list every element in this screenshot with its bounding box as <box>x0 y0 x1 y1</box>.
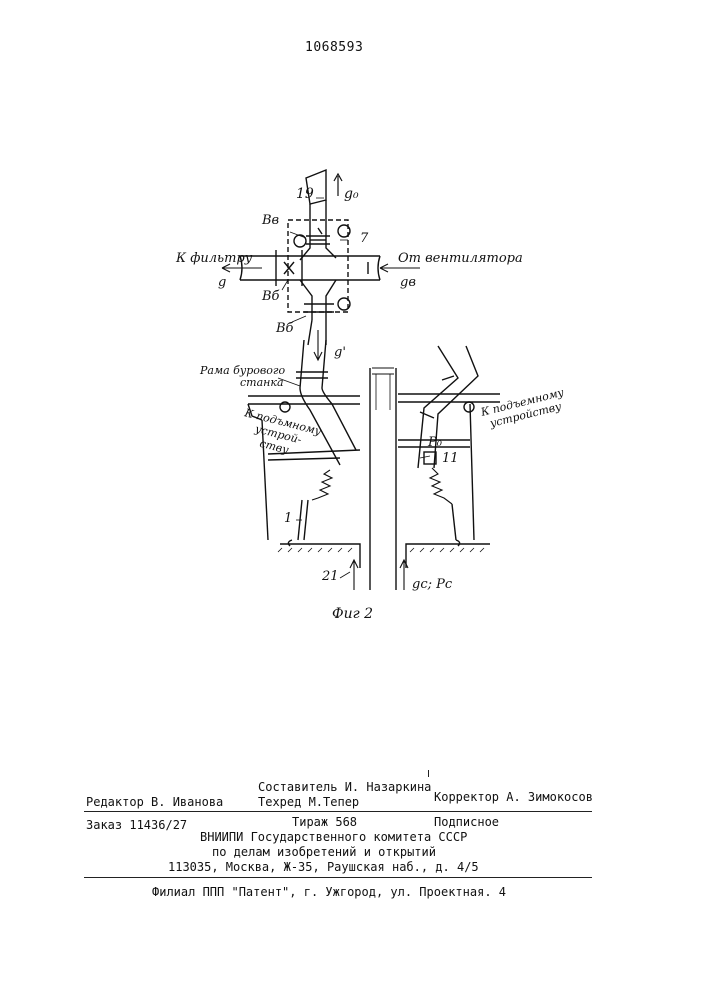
order: Заказ 11436/27 <box>86 818 187 832</box>
org-line-2: по делам изобретений и открытий <box>212 845 436 859</box>
rule-bottom <box>84 877 592 878</box>
techred: Техред М.Тепер <box>258 795 359 809</box>
editor: Редактор В. Иванова <box>86 795 223 809</box>
subscription: Подписное <box>434 815 499 829</box>
margin-tick <box>428 770 429 777</box>
corrector: Корректор А. Зимокосов <box>434 790 593 804</box>
org-line-3: 113035, Москва, Ж-35, Раушская наб., д. … <box>168 860 479 874</box>
branch: Филиал ППП "Патент", г. Ужгород, ул. Про… <box>152 885 506 899</box>
compiler: Составитель И. Назаркина <box>258 780 431 794</box>
circulation: Тираж 568 <box>292 815 357 829</box>
rule-top <box>84 811 592 812</box>
org-line-1: ВНИИПИ Государственного комитета СССР <box>200 830 467 844</box>
